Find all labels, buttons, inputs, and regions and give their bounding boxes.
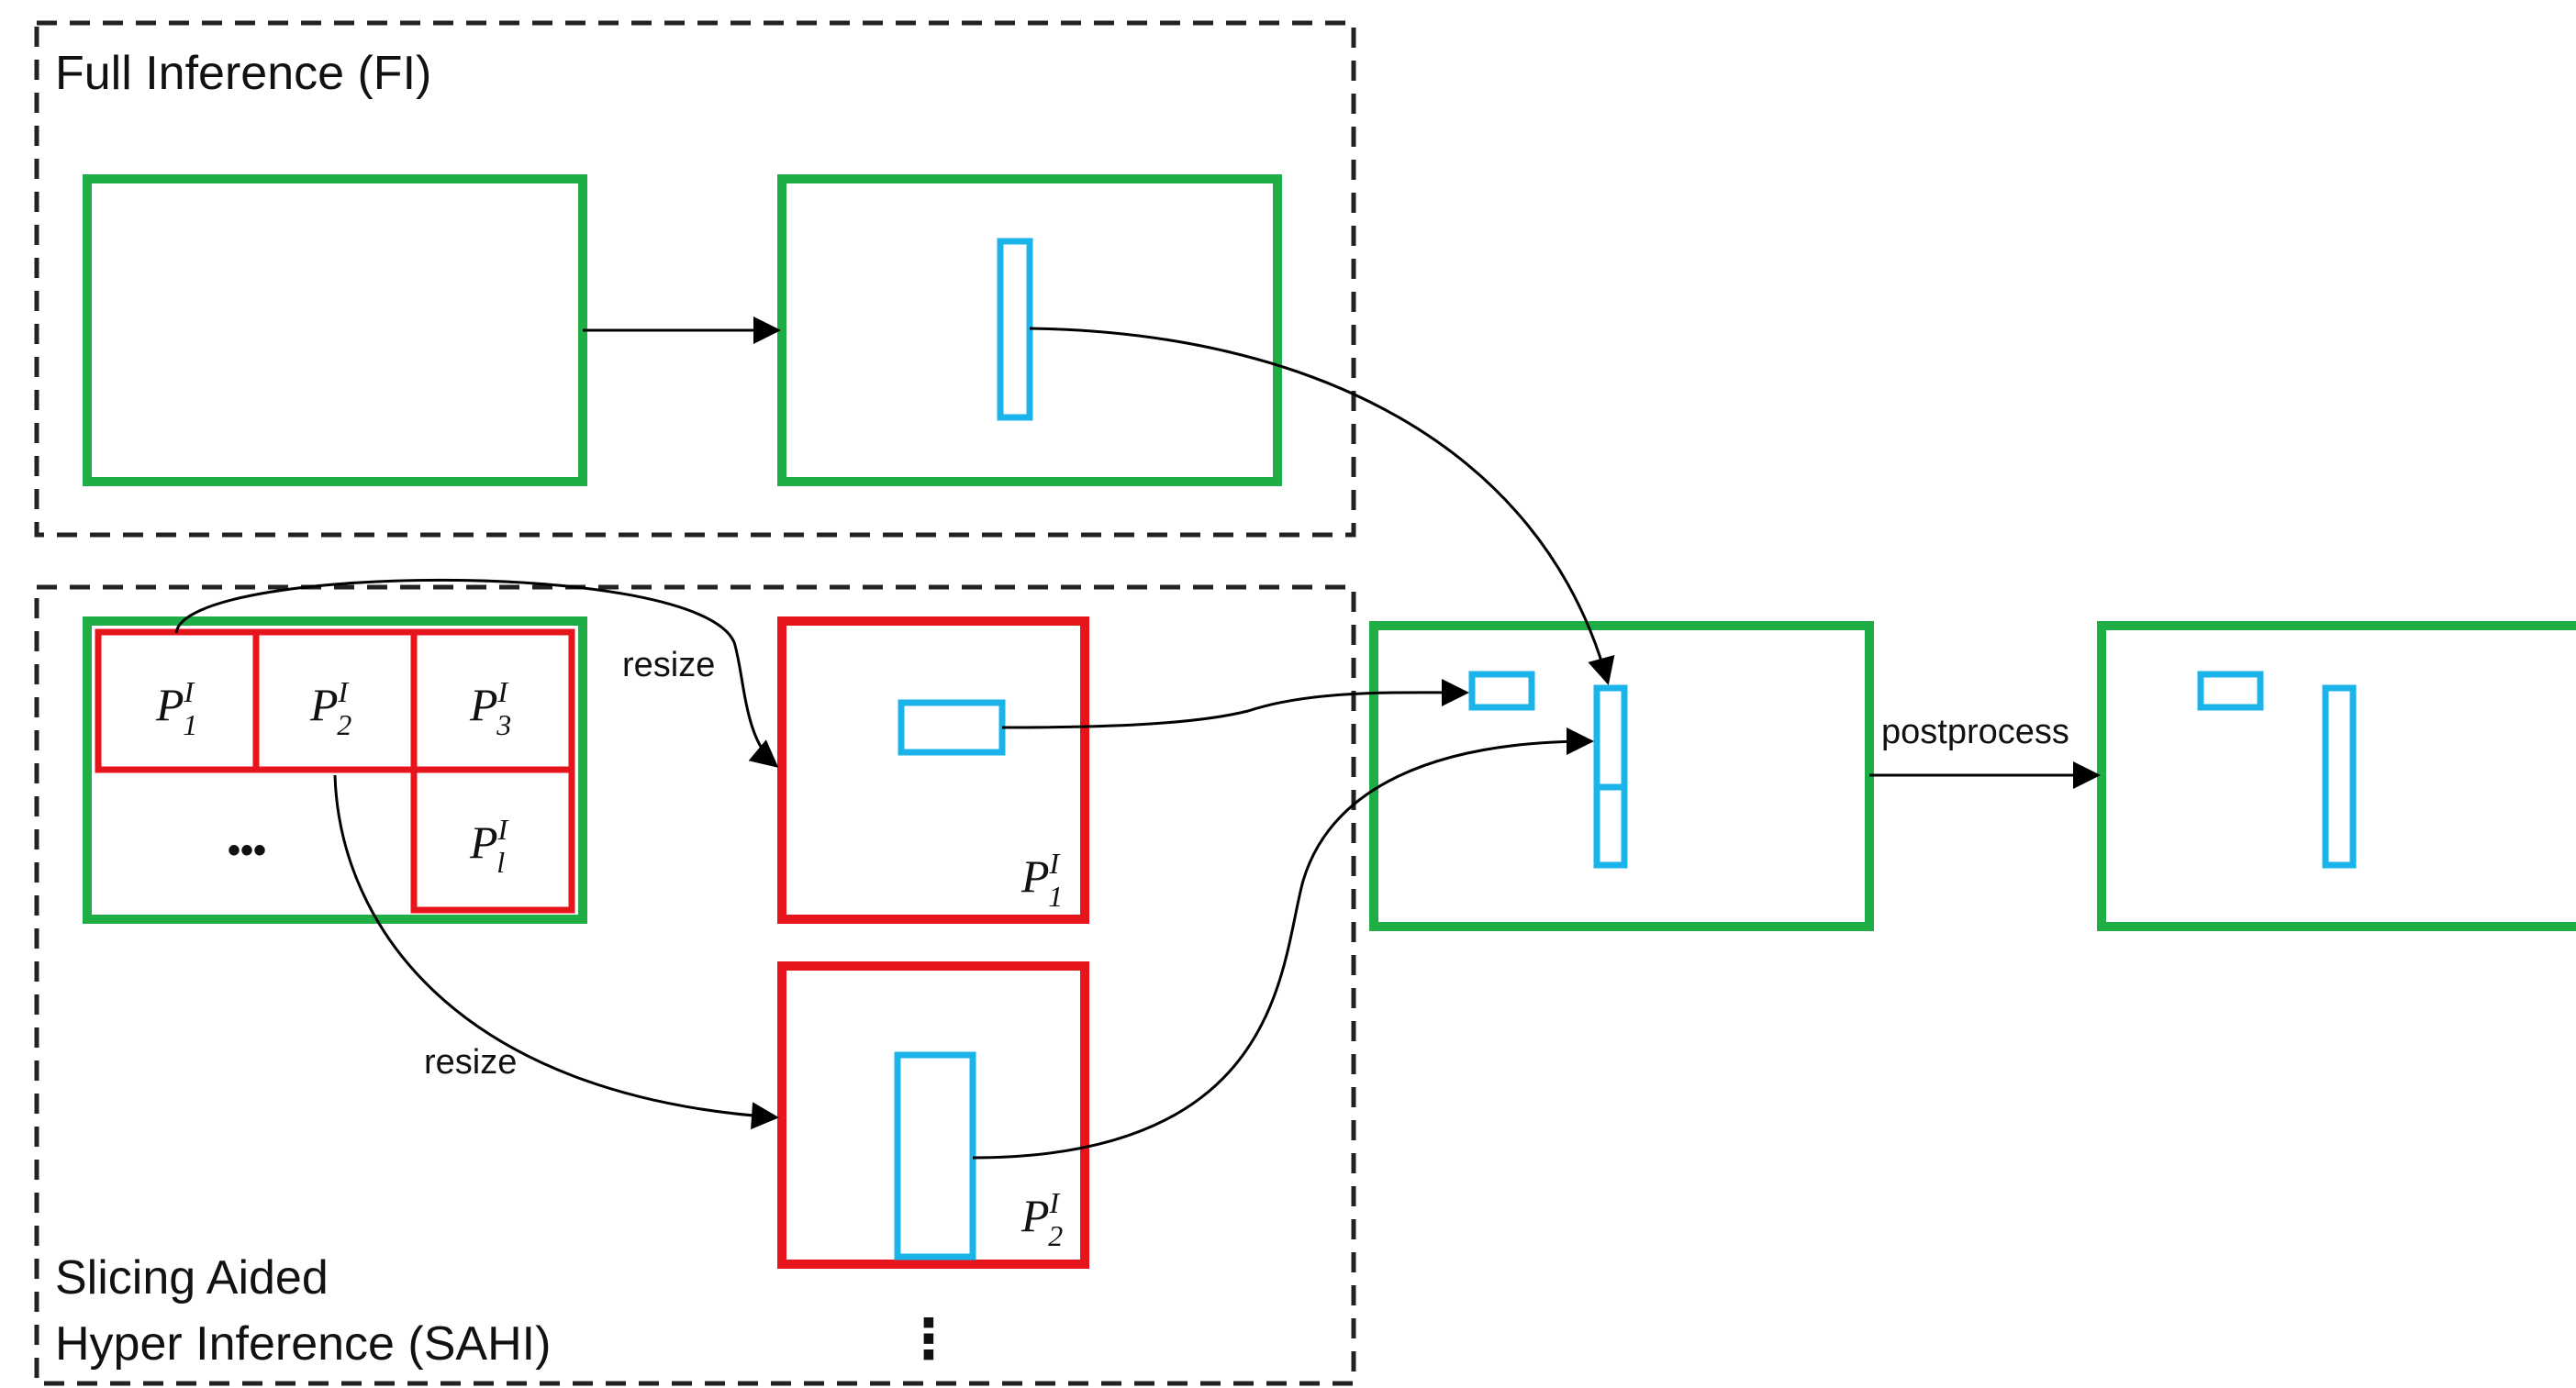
resize-bottom-arrow: [333, 774, 779, 1130]
fi-prediction-image: [777, 174, 1282, 486]
resize-top-arrow: [174, 578, 779, 768]
postprocess-label: postprocess: [1881, 713, 2069, 751]
patch1-detection-box: [898, 699, 1006, 756]
patch1-to-merged-arrow: [1001, 678, 1469, 729]
final-box-small: [2197, 671, 2264, 711]
final-box-tall: [2322, 684, 2357, 869]
resized-patch-2: [777, 961, 1089, 1269]
patch-cell-l: [410, 766, 575, 914]
merged-box-lower: [1593, 783, 1628, 869]
merged-box-small: [1468, 671, 1535, 711]
sahi-title-line1: Slicing Aided: [55, 1251, 329, 1305]
fi-title: Full Inference (FI): [55, 47, 431, 100]
resized-patch-1: [777, 616, 1089, 924]
sahi-input-image: [83, 616, 587, 924]
patch2-to-merged-arrow: [972, 727, 1594, 1160]
fi-detection-box: [997, 238, 1033, 421]
sahi-title-line2: Hyper Inference (SAHI): [55, 1317, 551, 1371]
fi-region-border: [34, 20, 1356, 538]
resize-top-label: resize: [622, 646, 715, 684]
grid-ellipsis: •••: [228, 830, 266, 871]
resize-bottom-label: resize: [424, 1043, 517, 1082]
patch2-detection-box: [894, 1051, 976, 1260]
merged-box-upper: [1593, 684, 1628, 791]
fi-to-merged-arrow: [1029, 327, 1615, 685]
fi-input-image: [83, 174, 587, 486]
final-output-image: [2097, 621, 2576, 931]
vertical-ellipsis: ⋮: [901, 1308, 956, 1370]
